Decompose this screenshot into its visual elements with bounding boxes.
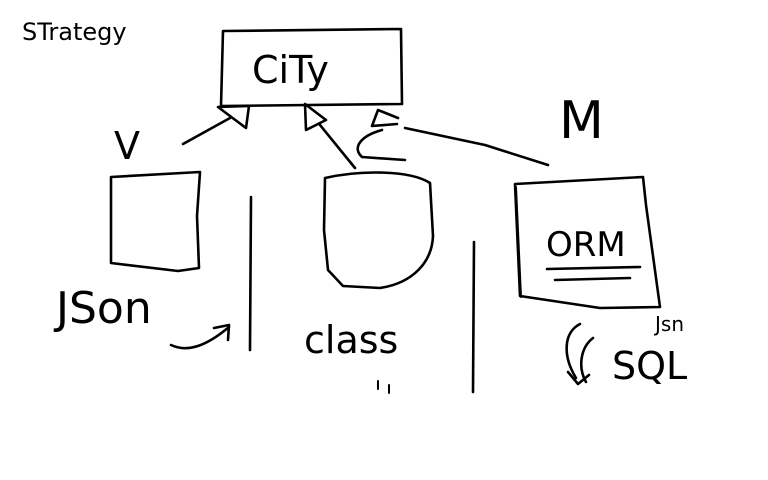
separator-line-right: [471, 240, 476, 394]
orm-box: ORM: [513, 175, 662, 310]
class-box: [322, 171, 435, 290]
m-label: M: [559, 91, 604, 151]
arrow-right-to-city: [356, 108, 550, 167]
city-box: CiTy: [219, 27, 404, 108]
city-label: CiTy: [252, 48, 329, 92]
orm-label: ORM: [546, 225, 626, 265]
tick-marks: [377, 380, 390, 394]
sql-arrow: [565, 322, 595, 386]
separator-line-left: [248, 195, 253, 352]
class-label: class: [304, 318, 398, 362]
strategy-label: STrategy: [22, 18, 127, 46]
json-small-label: Jsn: [653, 312, 684, 336]
sql-label: SQL: [612, 344, 687, 388]
json-box: [109, 170, 202, 273]
arrow-left-to-city: [181, 104, 251, 146]
v-label: V: [114, 124, 140, 168]
json-label: JSon: [53, 283, 152, 334]
json-arrow: [169, 323, 231, 350]
arrow-middle-to-city: [303, 102, 357, 170]
